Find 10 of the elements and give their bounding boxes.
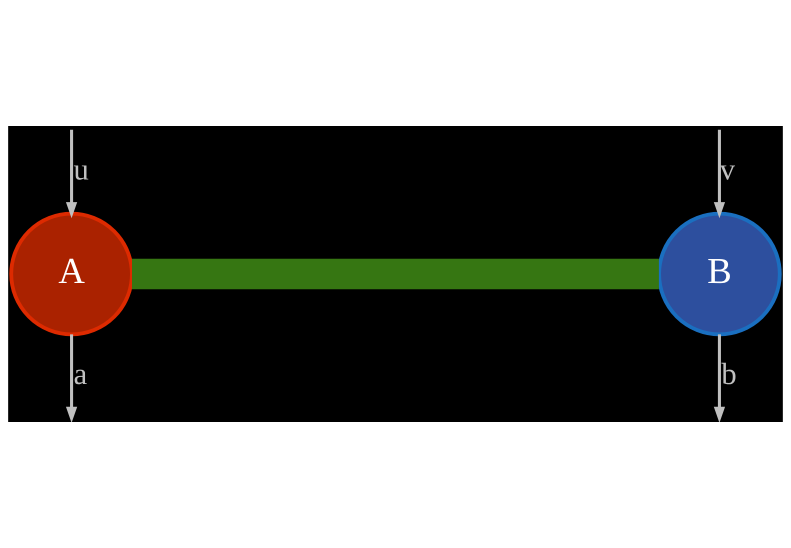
node-circle: A <box>9 212 134 336</box>
arrow <box>66 130 78 218</box>
node-circle: B <box>657 212 782 336</box>
edge-label: u <box>73 152 89 186</box>
edge-label: a <box>74 357 88 392</box>
arrow <box>714 334 726 422</box>
connector <box>132 258 659 290</box>
arrow <box>66 334 78 422</box>
arrow <box>714 130 726 218</box>
edge-label: b <box>721 357 737 392</box>
